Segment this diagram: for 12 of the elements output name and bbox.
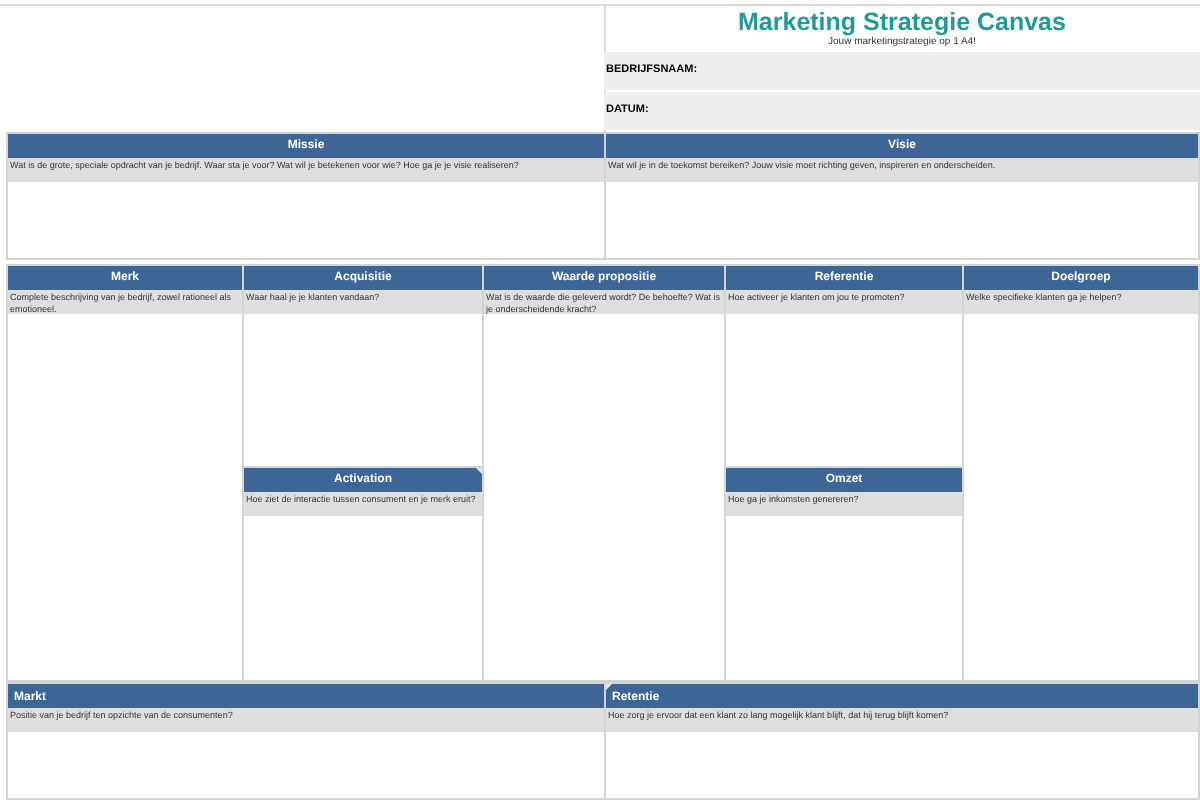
canvas-block — [6, 132, 606, 260]
canvas-block — [604, 682, 1200, 800]
canvas-block — [724, 466, 964, 682]
canvas-block — [482, 264, 726, 682]
canvas-block — [604, 132, 1200, 260]
canvas-block — [6, 682, 606, 800]
canvas-block — [962, 264, 1200, 682]
canvas-title: Marketing Strategie Canvas — [736, 8, 1068, 36]
form-field-row — [604, 92, 1200, 130]
form-field-row — [604, 52, 1200, 90]
canvas-block — [6, 264, 244, 682]
canvas-block — [242, 466, 484, 682]
